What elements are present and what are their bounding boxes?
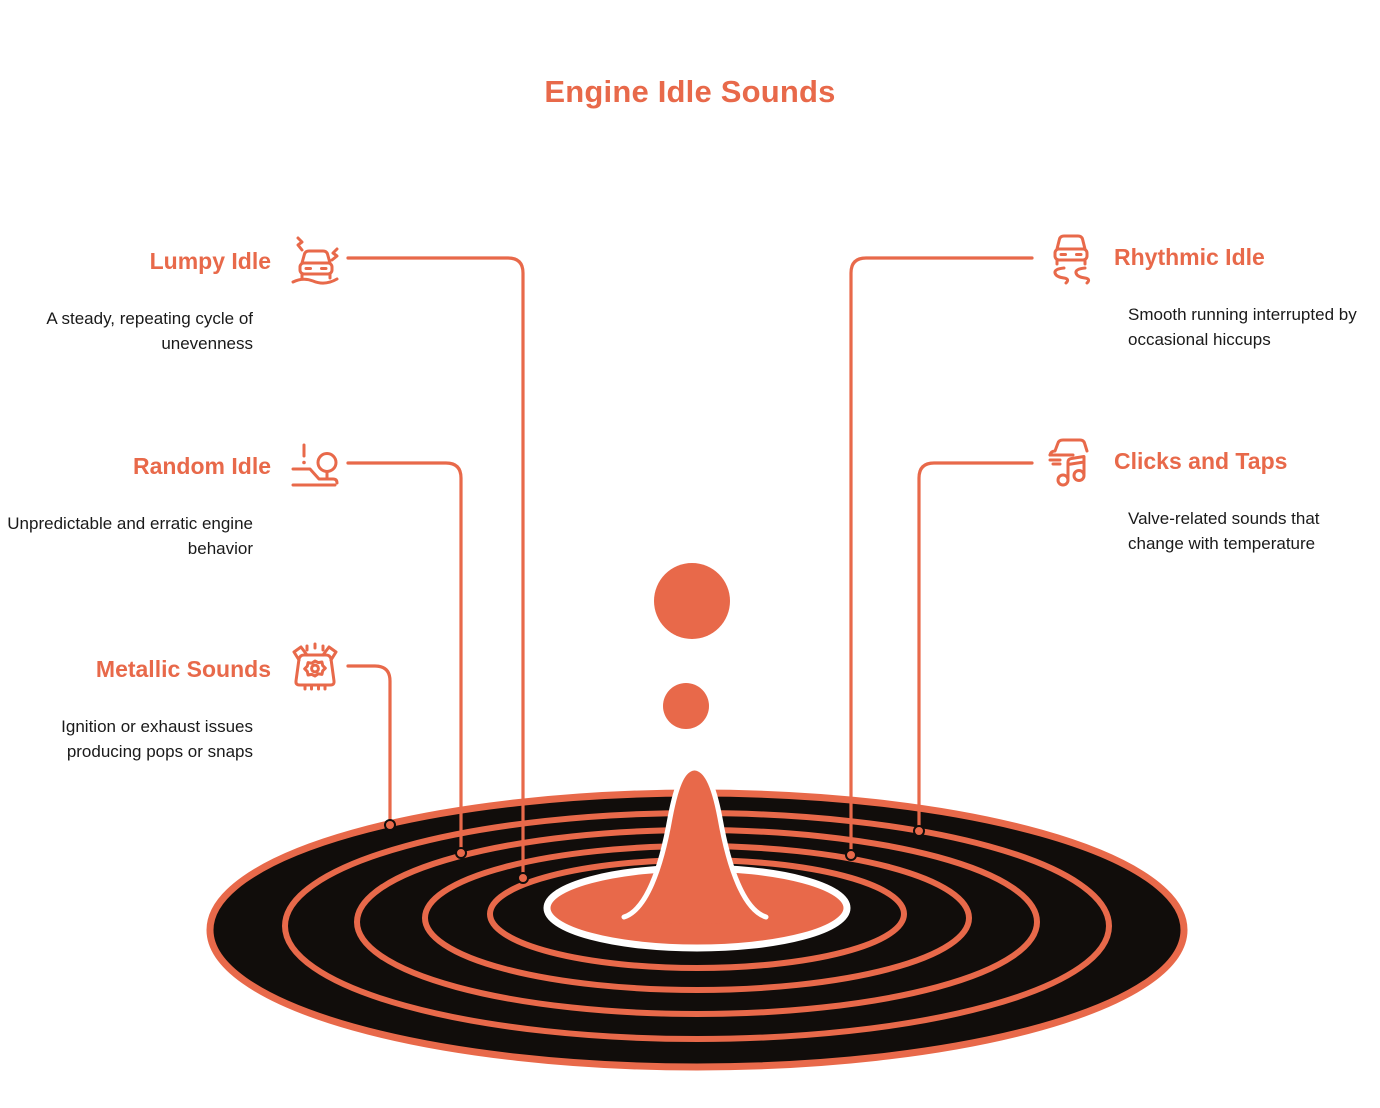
item-clicks-and-taps-header: Clicks and Taps xyxy=(1040,432,1380,492)
car-shaking-bumpy-road-icon xyxy=(285,232,345,292)
item-metallic-sounds[interactable]: Metallic Sounds Ignition or exhaust issu… xyxy=(0,640,345,764)
item-rhythmic-idle-title: Rhythmic Idle xyxy=(1114,244,1265,271)
item-lumpy-idle-header: Lumpy Idle xyxy=(0,232,345,292)
connector-endpoint-rhythmic-idle xyxy=(845,849,857,861)
item-random-idle-header: Random Idle xyxy=(0,437,345,497)
connector-endpoint-lumpy-idle xyxy=(517,872,529,884)
item-lumpy-idle[interactable]: Lumpy Idle A steady, repeating cycle of … xyxy=(0,232,345,356)
connector-metallic-sounds xyxy=(346,664,392,827)
connector-endpoint-random-idle xyxy=(455,847,467,859)
connector-endpoints xyxy=(384,819,925,884)
item-metallic-sounds-title: Metallic Sounds xyxy=(95,656,271,683)
item-lumpy-idle-title: Lumpy Idle xyxy=(149,248,271,275)
item-metallic-sounds-header: Metallic Sounds xyxy=(0,640,345,700)
car-front-skid-marks-icon xyxy=(1040,228,1100,288)
splash-column xyxy=(627,768,762,924)
item-clicks-and-taps-description: Valve-related sounds that change with te… xyxy=(1128,509,1320,554)
car-music-note-icon xyxy=(1040,432,1100,492)
item-clicks-and-taps[interactable]: Clicks and Taps Valve-related sounds tha… xyxy=(1040,432,1380,556)
item-random-idle[interactable]: Random Idle Unpredictable and erratic en… xyxy=(0,437,345,561)
connector-endpoint-metallic-sounds xyxy=(384,819,396,831)
page-title: Engine Idle Sounds xyxy=(544,74,836,109)
item-clicks-and-taps-title: Clicks and Taps xyxy=(1114,448,1288,475)
item-random-idle-description: Unpredictable and erratic engine behavio… xyxy=(7,514,253,559)
crater-rim xyxy=(543,864,851,952)
connector-endpoint-clicks-and-taps xyxy=(913,825,925,837)
droplet-small xyxy=(663,683,709,729)
item-rhythmic-idle-header: Rhythmic Idle xyxy=(1040,228,1380,288)
engine-block-gear-icon xyxy=(285,640,345,700)
connector-clicks-and-taps xyxy=(917,461,1034,833)
ripple-ring-4 xyxy=(487,857,907,971)
item-random-idle-title: Random Idle xyxy=(132,453,271,480)
pool-base xyxy=(206,789,1188,1071)
connector-lines xyxy=(346,256,1034,880)
ripple-ring-1 xyxy=(282,810,1112,1042)
connector-random-idle xyxy=(346,461,463,855)
item-metallic-sounds-description: Ignition or exhaust issues producing pop… xyxy=(61,717,253,762)
ripple-rings xyxy=(282,810,1112,1042)
droplet-large xyxy=(654,563,730,639)
ripple-ring-3 xyxy=(422,843,972,993)
item-rhythmic-idle-description: Smooth running interrupted by occasional… xyxy=(1128,305,1357,350)
ripple-ring-2 xyxy=(354,827,1040,1017)
splash-highlight-left xyxy=(621,765,697,920)
item-rhythmic-idle[interactable]: Rhythmic Idle Smooth running interrupted… xyxy=(1040,228,1380,352)
gear-shifter-warning-icon xyxy=(285,437,345,497)
item-lumpy-idle-description: A steady, repeating cycle of unevenness xyxy=(46,309,253,354)
connector-rhythmic-idle xyxy=(849,256,1034,857)
splash-highlight-right xyxy=(692,765,769,920)
connector-lumpy-idle xyxy=(346,256,525,880)
